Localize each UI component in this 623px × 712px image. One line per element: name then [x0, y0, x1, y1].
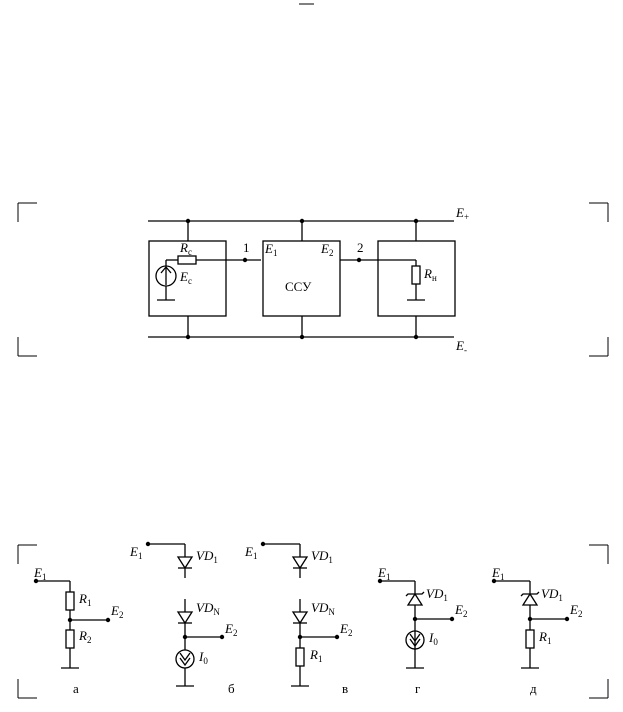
i0-label: I0: [198, 649, 208, 666]
junction-dot: [413, 334, 419, 340]
e2-terminal: [334, 634, 340, 640]
junction-dot: [299, 334, 305, 340]
e2-terminal: [449, 616, 455, 622]
bottom-diagrams: E1 R1 R2 E2 а E1 VD1 VD: [17, 541, 609, 699]
crop-mark: [589, 679, 609, 699]
zener-vd1-icon: [521, 592, 539, 606]
e2-terminal: [564, 616, 570, 622]
e2-label: E2: [569, 602, 582, 619]
current-arrows: [179, 652, 191, 667]
caption-v: в: [342, 681, 348, 696]
load-block: [377, 240, 456, 317]
resistor-r1: [525, 629, 535, 649]
junction-dot: [299, 218, 305, 224]
caption-b: б: [228, 681, 235, 696]
ssu-label: ССУ: [285, 279, 312, 294]
crop-mark: [589, 544, 609, 564]
rail-minus-label: E-: [455, 338, 467, 355]
e2-terminal: [105, 617, 111, 623]
resistor-rc: [177, 255, 197, 265]
node-2-dot: [356, 257, 362, 263]
circuit-a: E1 R1 R2 E2 а: [33, 565, 123, 696]
r1-label: R1: [538, 629, 551, 646]
rn-label: Rн: [423, 266, 437, 283]
diode-vd1-icon: [176, 556, 194, 570]
circuit-b: E1 VD1 VDN E2 I0 б: [129, 541, 237, 696]
node-1-label: 1: [243, 240, 250, 255]
resistor-r1: [295, 647, 305, 667]
e1-label: E1: [129, 544, 142, 561]
crop-mark: [589, 202, 609, 222]
e2-label: E2: [320, 241, 333, 258]
circuit-v: E1 VD1 VDN E2 R1 в: [244, 541, 352, 696]
caption-d: д: [530, 681, 537, 696]
vdn-label: VDN: [311, 600, 335, 617]
junction-dot: [185, 334, 191, 340]
node-2-label: 2: [357, 240, 364, 255]
junction-dot: [413, 218, 419, 224]
source-arrow-head: [160, 265, 172, 274]
diode-vdn-icon: [291, 611, 309, 625]
diode-vd1-icon: [291, 556, 309, 570]
zener-bar: [405, 591, 425, 597]
e1-label: E1: [33, 565, 46, 582]
current-arrows: [409, 633, 421, 648]
vd1-label: VD1: [426, 586, 448, 603]
e2-label: E2: [224, 621, 237, 638]
circuit-g: E1 VD1 E2 I0 г: [377, 565, 467, 696]
ec-label: Ec: [179, 269, 192, 286]
e2-terminal: [219, 634, 225, 640]
e1-label: E1: [377, 565, 390, 582]
caption-a: а: [73, 681, 79, 696]
e2-label: E2: [110, 603, 123, 620]
crop-mark: [17, 544, 37, 564]
junction-dot: [185, 218, 191, 224]
e2-label: E2: [454, 602, 467, 619]
r1-label: R1: [309, 647, 322, 664]
rc-label: Rc: [179, 240, 192, 257]
crop-mark: [589, 337, 609, 357]
e1-label: E1: [244, 544, 257, 561]
crop-mark: [17, 202, 37, 222]
e2-label: E2: [339, 621, 352, 638]
e1-label: E1: [491, 565, 504, 582]
zener-vd1-icon: [406, 592, 424, 606]
vdn-label: VDN: [196, 600, 220, 617]
top-diagram: E+ E- Rc Ec 1 E1 E2 ССУ 2: [17, 202, 609, 357]
r2-label: R2: [78, 628, 91, 645]
vd1-label: VD1: [196, 548, 218, 565]
vd1-label: VD1: [311, 548, 333, 565]
crop-mark: [17, 679, 37, 699]
caption-g: г: [415, 681, 420, 696]
zener-bar: [520, 591, 540, 597]
diode-vdn-icon: [176, 611, 194, 625]
vd1-label: VD1: [541, 586, 563, 603]
node-1-dot: [242, 257, 248, 263]
rail-plus-label: E+: [455, 205, 469, 222]
r1-label: R1: [78, 591, 91, 608]
resistor-r1: [65, 591, 75, 611]
resistor-r2: [65, 629, 75, 649]
resistor-rn: [411, 265, 421, 285]
circuit-d: E1 VD1 E2 R1 д: [491, 565, 582, 696]
i0-label: I0: [428, 630, 438, 647]
crop-mark: [17, 337, 37, 357]
e1-label: E1: [264, 241, 277, 258]
